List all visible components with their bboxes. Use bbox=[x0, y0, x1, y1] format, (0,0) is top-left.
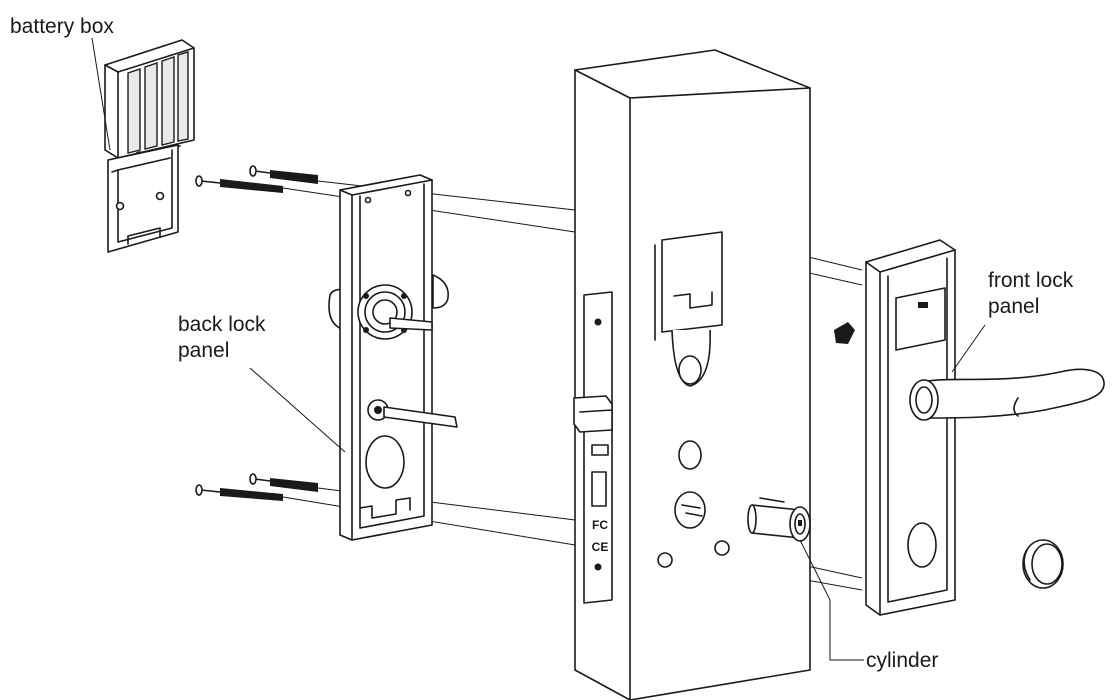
battery-box-label: battery box bbox=[10, 15, 114, 38]
back-lock-panel-label-line1: back lock bbox=[178, 313, 266, 336]
front-lock-panel-label-line1: front lock bbox=[988, 269, 1074, 292]
mortise-body bbox=[657, 231, 730, 568]
battery-box bbox=[104, 39, 195, 253]
cylinder-part bbox=[747, 497, 811, 542]
back-lock-panel-label-line2: panel bbox=[178, 339, 229, 362]
front-lock-panel-label-line2: panel bbox=[988, 295, 1039, 318]
ce-mark: CE bbox=[592, 540, 609, 554]
fc-mark: FC bbox=[592, 518, 608, 532]
back-lock-panel bbox=[328, 174, 458, 541]
front-lock-panel bbox=[834, 239, 1105, 616]
cylinder-cover-cap bbox=[1022, 539, 1064, 589]
leader-lines bbox=[91, 37, 986, 661]
mounting-screws bbox=[195, 165, 318, 501]
cylinder-label: cylinder bbox=[866, 649, 938, 672]
